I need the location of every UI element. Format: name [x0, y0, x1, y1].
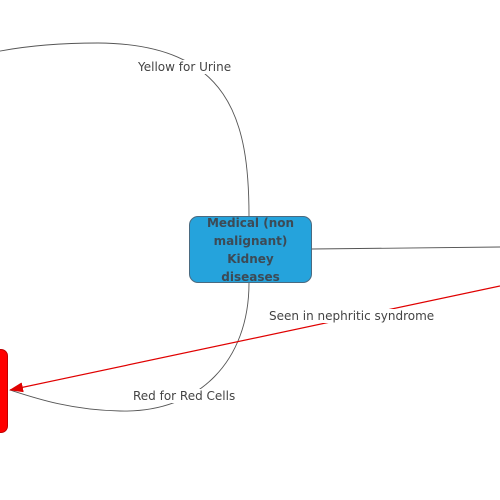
- edge-label-red-for-red-cells: Red for Red Cells: [132, 389, 237, 403]
- edge-nephritic-arrow: [9, 285, 500, 393]
- edge-to-right: [311, 246, 500, 250]
- central-node-kidney-diseases[interactable]: Medical (non malignant) Kidney diseases: [189, 215, 312, 284]
- edge-red-for-red-cells: [9, 282, 250, 412]
- edge-label-yellow-for-urine: Yellow for Urine: [137, 60, 233, 74]
- red-cells-node[interactable]: [0, 349, 8, 433]
- central-node-label: Medical (non malignant) Kidney diseases: [206, 215, 295, 284]
- edge-yellow-for-urine: [0, 42, 250, 217]
- edge-label-nephritic-syndrome: Seen in nephritic syndrome: [268, 309, 436, 323]
